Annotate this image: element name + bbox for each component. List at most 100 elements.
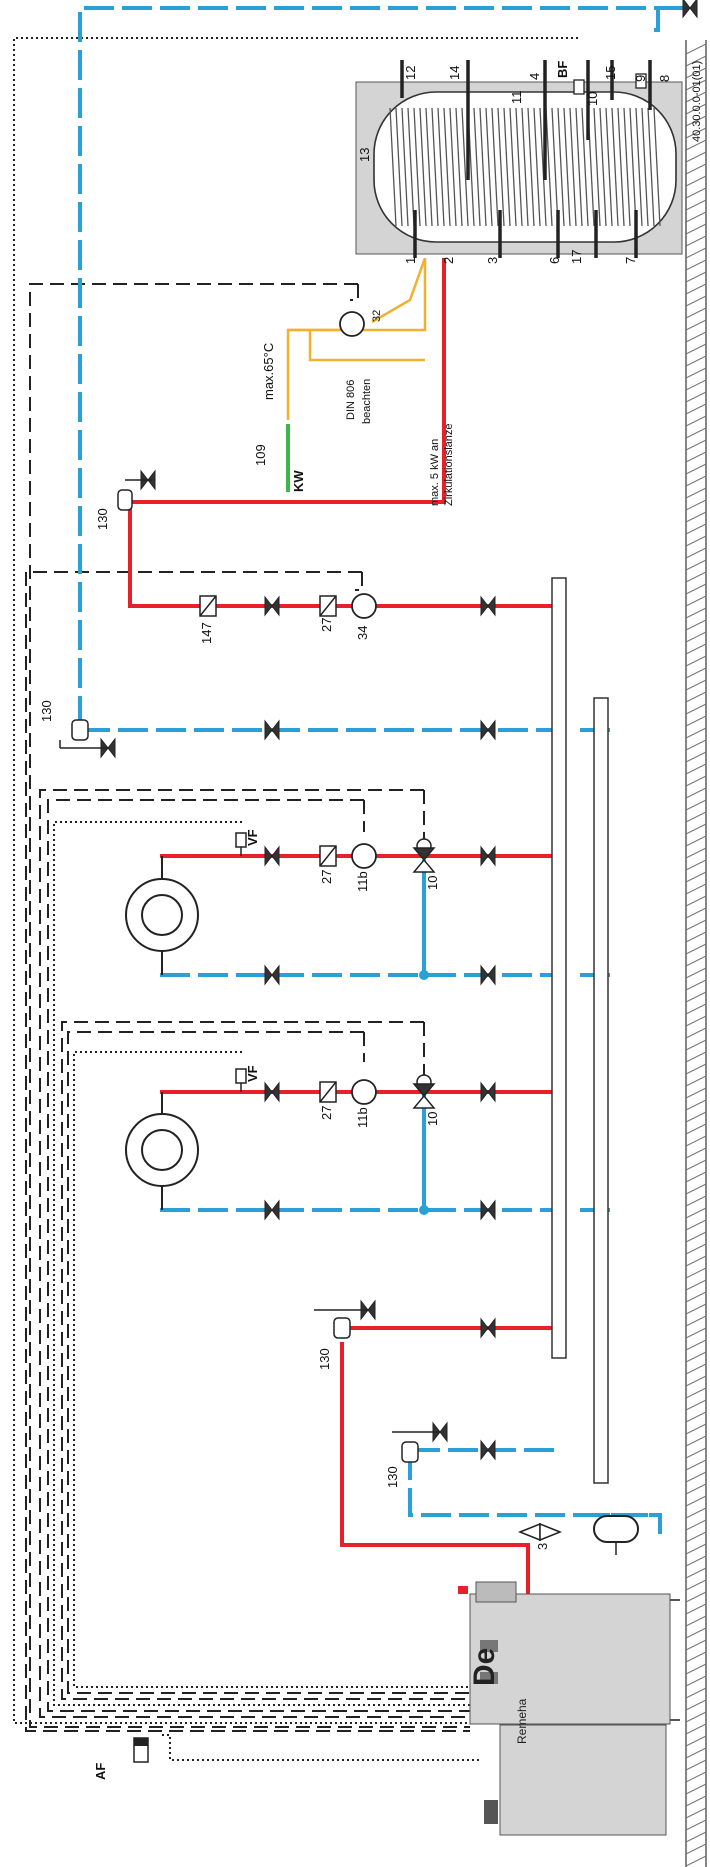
tank-connection-11: 11 xyxy=(509,90,524,105)
tank-connection-1: 1 xyxy=(403,256,418,264)
tank-coil-line xyxy=(605,107,613,227)
wall-hatch-line xyxy=(685,67,707,79)
wall-hatch-line xyxy=(685,547,707,559)
wall-hatch-line xyxy=(685,1267,707,1279)
tank-coil-line xyxy=(569,107,577,227)
wall-hatch-line xyxy=(685,307,707,319)
pump-11b-label-hc2: 11b xyxy=(355,1107,370,1128)
wall-hatch-line xyxy=(685,823,707,835)
din-label-1: DIN 806 xyxy=(345,379,357,420)
wall-hatch-line xyxy=(685,979,707,991)
header-bars xyxy=(551,577,609,1484)
tank-connection-bf: BF xyxy=(555,60,570,78)
wall-hatch-line xyxy=(685,691,707,703)
wall-hatch-line xyxy=(685,1327,707,1339)
max-temp-label: max.65°C xyxy=(261,342,276,400)
wall-hatch-line xyxy=(685,883,707,895)
wall-hatch-line xyxy=(685,1447,707,1459)
wall-hatch-line xyxy=(685,175,707,187)
expansion-vessel xyxy=(593,1515,639,1555)
wall-hatch-line xyxy=(685,163,707,175)
pump-34-label: 34 xyxy=(355,625,370,640)
wall-hatch-line xyxy=(685,115,707,127)
wall-hatch-line xyxy=(685,1243,707,1255)
wall-hatch-line xyxy=(685,1063,707,1075)
tank-coil-line xyxy=(653,107,661,227)
wall-hatch-line xyxy=(685,835,707,847)
wall-hatch-line xyxy=(685,139,707,151)
wall-hatch-line xyxy=(685,1459,707,1471)
air-vents xyxy=(59,479,440,1463)
wall-hatch-line xyxy=(685,1315,707,1327)
safety-valve-3 xyxy=(517,1522,563,1542)
tank-coil-line xyxy=(419,107,427,227)
boiler-logo: De xyxy=(468,1647,501,1686)
wall-hatch-line xyxy=(685,523,707,535)
wall-hatch-line xyxy=(685,559,707,571)
outside-sensor-af xyxy=(133,1737,149,1763)
tank-coil-line xyxy=(443,107,451,227)
tank-coil-line xyxy=(485,107,493,227)
wall-hatch-line xyxy=(685,1483,707,1495)
wall-hatch-line xyxy=(685,571,707,583)
tank-coil-line xyxy=(425,107,433,227)
wall-hatch-line xyxy=(685,1231,707,1243)
wall-hatch-line xyxy=(685,79,707,91)
wall-hatch-line xyxy=(685,439,707,451)
wall-hatch-line xyxy=(685,1003,707,1015)
wall-hatch-line xyxy=(685,1663,707,1675)
tank-coil-line xyxy=(617,107,625,227)
wall-hatch-line xyxy=(685,667,707,679)
wall-hatch-line xyxy=(685,1723,707,1735)
wall-hatch-line xyxy=(685,1555,707,1567)
wall-hatch-line xyxy=(685,1591,707,1603)
wall-hatch-line xyxy=(685,1087,707,1099)
circulation-note-2: Zirkulationslanze xyxy=(443,423,455,506)
wall-hatch-line xyxy=(685,1015,707,1027)
wall-hatch-line xyxy=(685,967,707,979)
flow-sensors xyxy=(235,832,247,1092)
pumps xyxy=(339,311,377,1105)
wall-hatch-line xyxy=(685,223,707,235)
wall-hatch-line xyxy=(685,895,707,907)
mixing-return-bypass xyxy=(419,860,429,1215)
wall-hatch-line xyxy=(685,1375,707,1387)
vf-label-2: VF xyxy=(245,1065,260,1082)
wall-hatch-line xyxy=(685,1603,707,1615)
wall-hatch-line xyxy=(685,403,707,415)
wall-hatch-line xyxy=(685,919,707,931)
shutoff-valve-icon xyxy=(682,0,698,19)
wall-hatch-line xyxy=(685,415,707,427)
wall-hatch-line xyxy=(685,43,707,55)
tank-coil-line xyxy=(461,107,469,227)
wall-hatch-line xyxy=(685,1207,707,1219)
wall-hatch-line xyxy=(685,367,707,379)
check-27-label: 27 xyxy=(319,617,334,632)
strainer-147-label: 147 xyxy=(199,622,214,644)
wall-hatch-line xyxy=(685,187,707,199)
wall-hatch-line xyxy=(685,475,707,487)
wall-hatch-line xyxy=(685,1411,707,1423)
wall-hatch-line xyxy=(685,451,707,463)
vent-130-boiler-flow-label: 130 xyxy=(317,1348,332,1370)
tank-connection-6: 6 xyxy=(547,256,562,264)
tank-coil-line xyxy=(491,107,499,227)
wall-hatch-line xyxy=(685,235,707,247)
wall-hatch xyxy=(685,40,707,1867)
vent-130-boiler-return-label: 130 xyxy=(385,1466,400,1488)
wall-hatch-line xyxy=(685,1795,707,1807)
tank-coil-line xyxy=(611,107,619,227)
return-header xyxy=(593,697,609,1484)
wall-hatch-line xyxy=(685,619,707,631)
wall-hatch-line xyxy=(685,259,707,271)
wall-hatch-line xyxy=(685,955,707,967)
shutoff-valve-icon xyxy=(480,1199,496,1221)
wall-hatch-line xyxy=(685,463,707,475)
mixer-10-label-hc1: 10 xyxy=(425,875,440,890)
wall-hatch-line xyxy=(685,1303,707,1315)
drawing-number-label: 40.30.0.0-01(01) xyxy=(691,60,703,142)
wall-hatch-line xyxy=(685,655,707,667)
wall-hatch-line xyxy=(685,1843,707,1855)
tank-connection-3: 3 xyxy=(485,256,500,264)
wall-hatch-line xyxy=(685,1147,707,1159)
